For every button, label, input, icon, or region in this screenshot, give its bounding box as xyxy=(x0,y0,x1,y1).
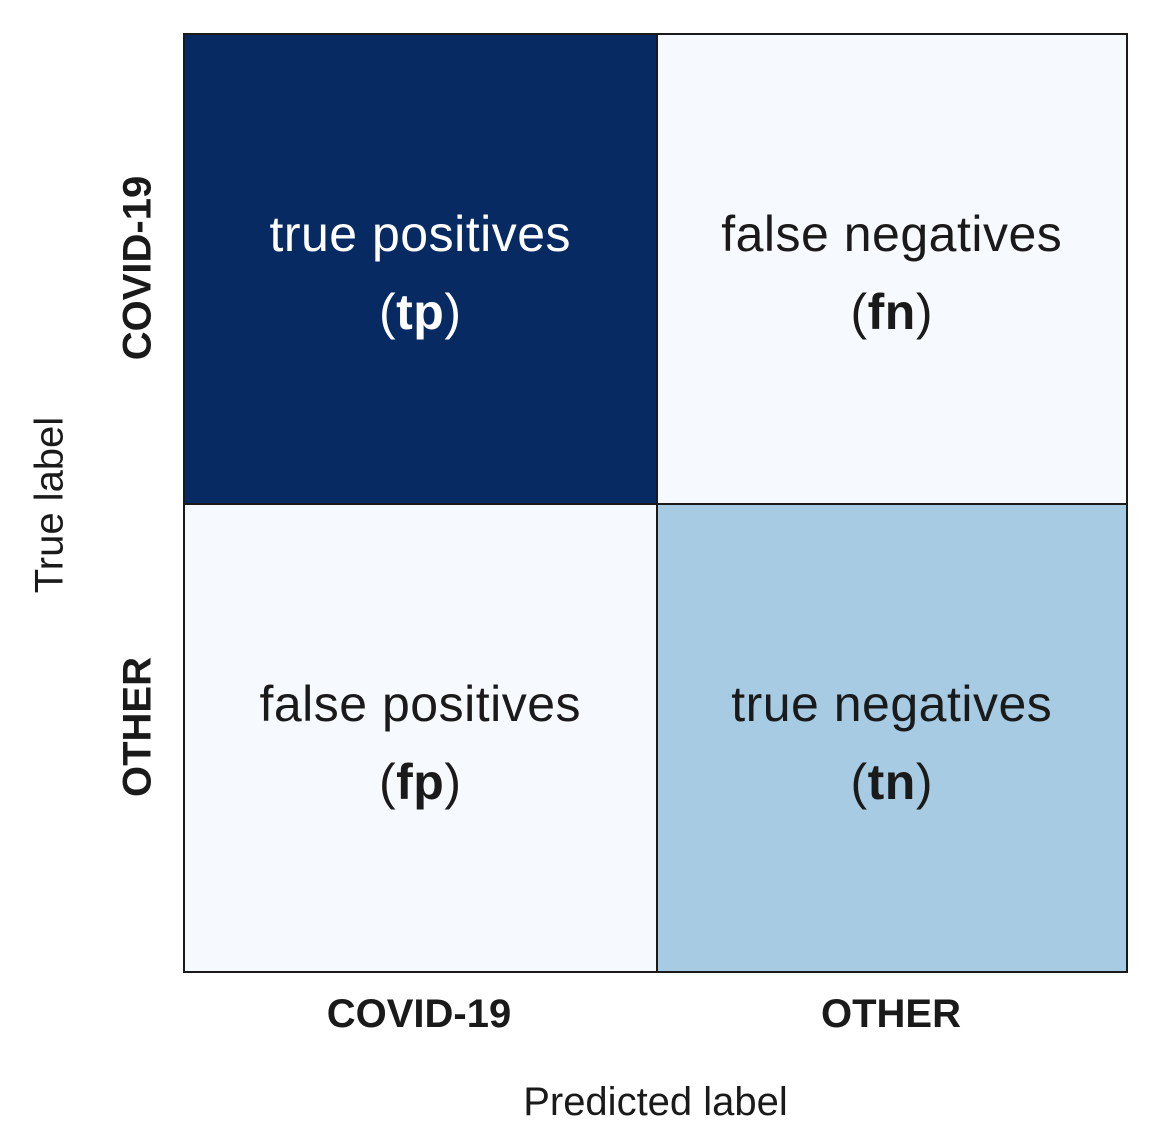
cell-name: true positives xyxy=(269,206,572,262)
cell-name: false positives xyxy=(259,676,582,732)
column-label-other: OTHER xyxy=(821,992,961,1036)
confusion-matrix: true positives (tp) false negatives (fn)… xyxy=(183,33,1128,973)
x-axis-title: Predicted label xyxy=(523,1080,788,1124)
cell-abbr: tn xyxy=(867,754,916,810)
row-label-other: OTHER xyxy=(115,657,160,797)
cell-true-negatives: true negatives (tn) xyxy=(655,503,1126,971)
cell-abbr: tp xyxy=(396,284,445,340)
column-label-covid: COVID-19 xyxy=(326,992,512,1036)
row-label-covid: COVID-19 xyxy=(115,175,160,361)
cell-false-negatives: false negatives (fn) xyxy=(655,35,1126,503)
cell-name: false negatives xyxy=(721,206,1063,262)
cell-true-positives: true positives (tp) xyxy=(185,35,656,503)
cell-abbr: fp xyxy=(396,754,445,810)
cell-name: true negatives xyxy=(731,676,1053,732)
cell-abbr: fn xyxy=(867,284,916,340)
y-axis-title: True label xyxy=(27,416,72,594)
cell-false-positives: false positives (fp) xyxy=(185,503,656,971)
